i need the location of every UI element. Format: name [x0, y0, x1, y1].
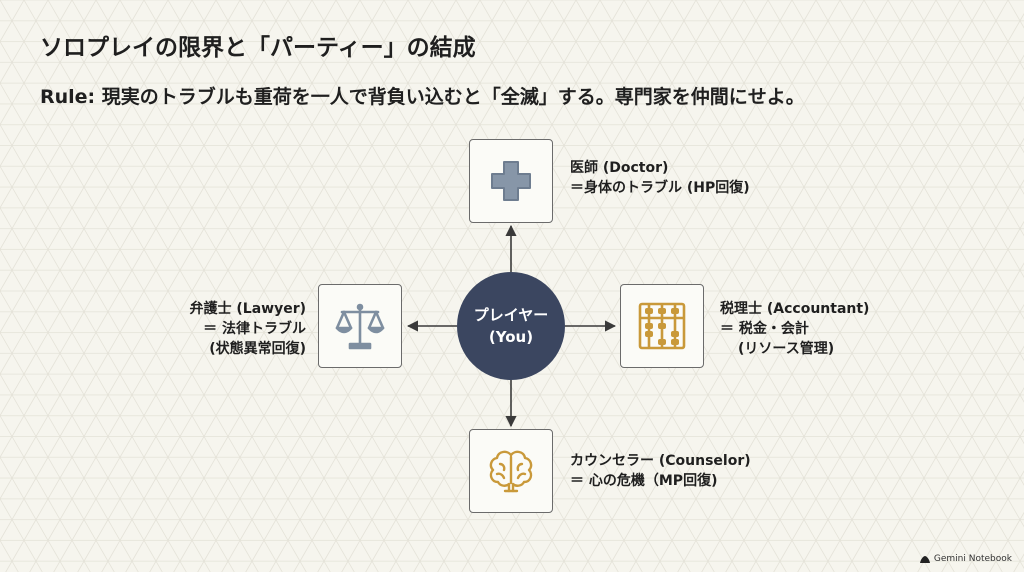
accountant-desc: ＝ 税金・会計 [720, 321, 809, 337]
brain-icon [489, 450, 533, 493]
lawyer-desc: ＝ 法律トラブル [203, 321, 306, 337]
page-title: ソロプレイの限界と「パーティー」の結成 [40, 35, 476, 61]
rule-subtitle: Rule: 現実のトラブルも重荷を一人で背負い込むと「全滅」する。専門家を仲間に… [40, 86, 805, 108]
doctor-box [469, 139, 553, 223]
medical-cross-icon [491, 161, 531, 201]
abacus-icon [638, 302, 686, 350]
accountant-box [620, 284, 704, 368]
doctor-name: 医師 (Doctor) [570, 160, 669, 176]
player-sublabel: (You) [488, 328, 534, 346]
counselor-box [469, 429, 553, 513]
counselor-name: カウンセラー (Counselor) [570, 453, 751, 469]
accountant-name: 税理士 (Accountant) [720, 301, 870, 317]
brand-footer: Gemini Notebook [919, 554, 1012, 564]
lawyer-desc2: (状態異常回復) [209, 341, 306, 357]
brand-label: Gemini Notebook [933, 554, 1012, 564]
lawyer-name: 弁護士 (Lawyer) [189, 301, 307, 317]
player-label: プレイヤー [473, 306, 549, 324]
lawyer-box [318, 284, 402, 368]
doctor-label: 医師 (Doctor) ＝身体のトラブル (HP回復) [570, 158, 750, 198]
counselor-label: カウンセラー (Counselor) ＝ 心の危機（MP回復) [570, 451, 751, 491]
player-node: プレイヤー (You) [457, 272, 565, 380]
counselor-desc: ＝ 心の危機（MP回復) [570, 473, 718, 489]
notebook-logo-icon [919, 556, 930, 563]
lawyer-label: 弁護士 (Lawyer) ＝ 法律トラブル (状態異常回復) [190, 299, 307, 359]
accountant-label: 税理士 (Accountant) ＝ 税金・会計 (リソース管理) [720, 299, 869, 359]
accountant-desc2: (リソース管理) [738, 341, 835, 357]
scales-icon [335, 303, 385, 350]
doctor-desc: ＝身体のトラブル (HP回復) [570, 180, 750, 196]
